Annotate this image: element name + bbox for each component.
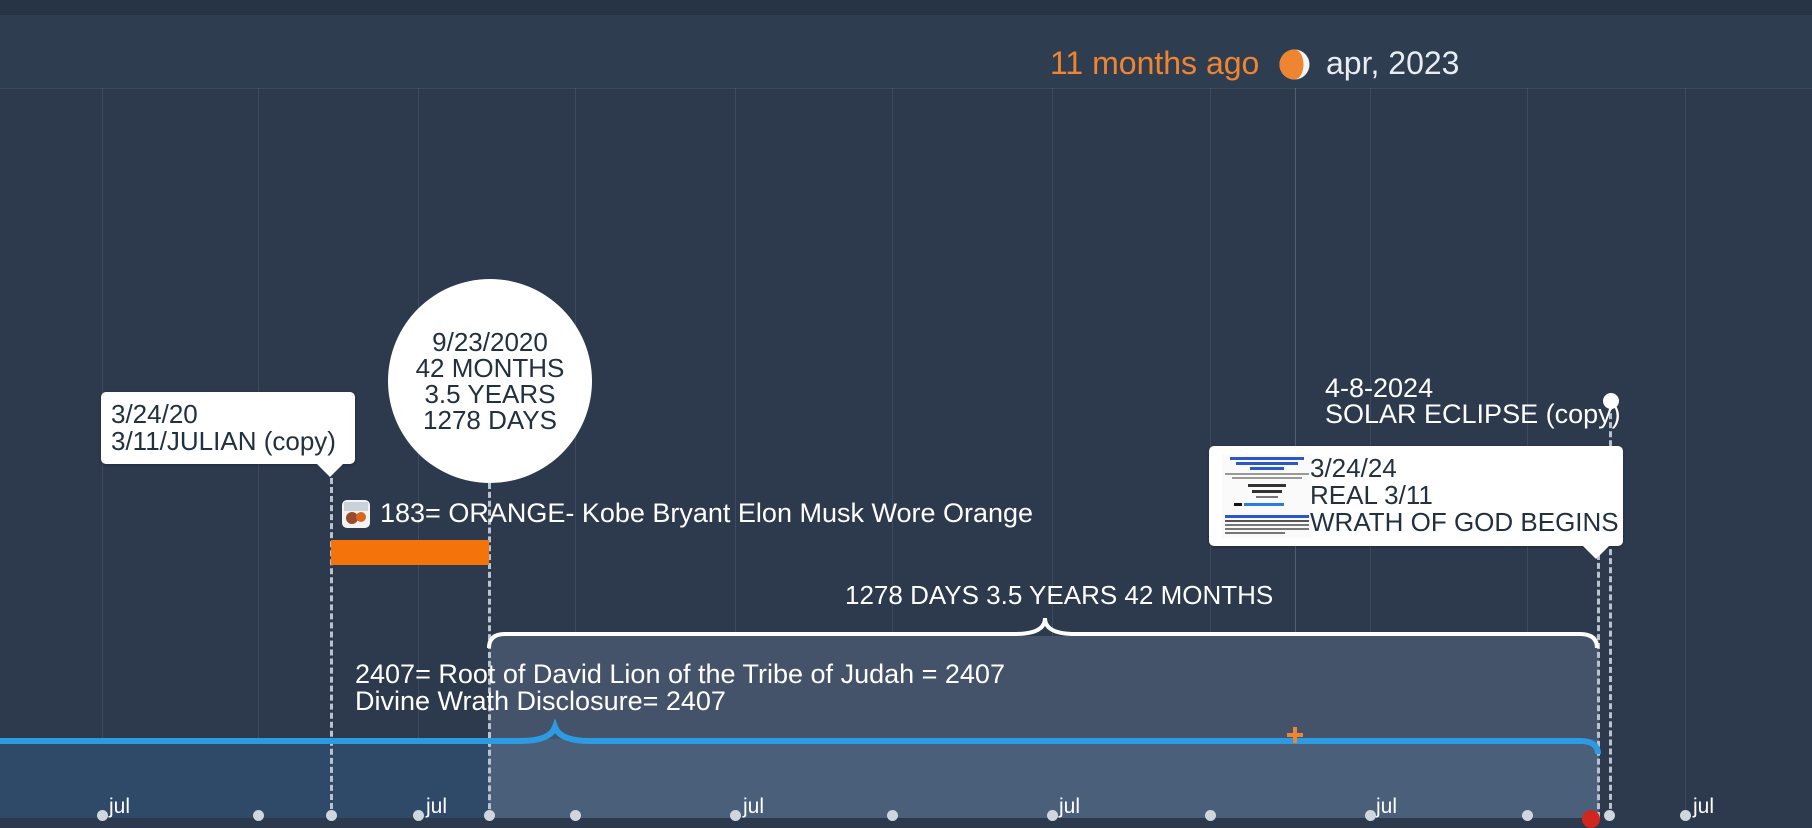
event-connector-eclipse: [1609, 404, 1612, 818]
span-label[interactable]: 1278 DAYS 3.5 YEARS 42 MONTHS: [845, 580, 1274, 610]
event-dot[interactable]: [1603, 393, 1619, 409]
span-note: 2407= Root of David Lion of the Tribe of…: [355, 661, 1005, 715]
event-subtitle: REAL 3/11: [1310, 480, 1433, 510]
timeline-header: 11 months ago apr, 2023: [0, 15, 1812, 89]
bubble-line: 42 MONTHS: [415, 353, 565, 383]
document-thumbnail-icon: [1222, 454, 1312, 538]
event-thumbnail-icon[interactable]: [342, 500, 370, 528]
now-plus-icon[interactable]: [1286, 726, 1304, 744]
axis-tick-label: jul: [1059, 795, 1081, 818]
event-card-julian[interactable]: 3/24/20 3/11/JULIAN (copy): [101, 392, 355, 477]
bubble-line: 3.5 YEARS: [424, 379, 556, 409]
span-brace: [487, 617, 1599, 649]
card-pointer: [1583, 546, 1609, 559]
axis-tick-label: jul: [743, 795, 765, 818]
grid-line: [1685, 88, 1686, 818]
span-note-line: Divine Wrath Disclosure= 2407: [355, 686, 726, 716]
axis-tick-dot: [887, 810, 898, 821]
axis-tick-label: jul: [1693, 795, 1715, 818]
axis-tick-dot: [1680, 810, 1691, 821]
span-region-lower: [489, 739, 1599, 818]
grid-line: [892, 88, 893, 818]
timeline-track[interactable]: [0, 718, 1612, 754]
event-duration-bar[interactable]: [331, 540, 489, 565]
axis-tick-dot: [1604, 810, 1615, 821]
axis-tick-dot: [253, 810, 264, 821]
event-title-orange[interactable]: 183= ORANGE- Kobe Bryant Elon Musk Wore …: [380, 498, 1034, 528]
event-label-eclipse[interactable]: 4-8-2024 SOLAR ECLIPSE (copy): [1325, 373, 1621, 429]
axis-tick-label: jul: [426, 795, 448, 818]
now-marker-icon[interactable]: [1279, 49, 1310, 80]
axis-tick-dot: [413, 810, 424, 821]
current-date-label: apr, 2023: [1326, 45, 1460, 81]
axis-tick-dot: [1205, 810, 1216, 821]
event-date: 4-8-2024: [1325, 373, 1434, 403]
card-pointer: [317, 464, 343, 477]
axis-tick-dot: [570, 810, 581, 821]
relative-time-label: 11 months ago: [1050, 45, 1260, 81]
event-title: WRATH OF GOD BEGINS: [1310, 507, 1619, 537]
axis-tick-label: jul: [1376, 795, 1398, 818]
axis-tick-dot: [1047, 810, 1058, 821]
axis-tick-dot: [484, 810, 495, 821]
axis-tick-dot: [730, 810, 741, 821]
axis-tick-dot: [326, 810, 337, 821]
grid-line: [1052, 88, 1053, 818]
top-strip: [0, 0, 1812, 15]
event-connector-julian: [330, 478, 333, 818]
event-bubble-9-23-2020[interactable]: 9/23/2020 42 MONTHS 3.5 YEARS 1278 DAYS: [388, 279, 592, 483]
axis-tick-dot: [97, 810, 108, 821]
event-marker-red[interactable]: [1582, 810, 1600, 828]
bubble-line: 1278 DAYS: [423, 405, 557, 435]
bubble-line: 9/23/2020: [432, 327, 548, 357]
grid-line: [735, 88, 736, 818]
axis-tick-dot: [1522, 810, 1533, 821]
span-note-line: 2407= Root of David Lion of the Tribe of…: [355, 659, 1005, 689]
event-date: 3/24/24: [1310, 453, 1397, 483]
grid-line: [575, 88, 576, 818]
event-connector-wrath: [1597, 554, 1600, 818]
event-card-wrath[interactable]: 3/24/24 REAL 3/11 WRATH OF GOD BEGINS: [1209, 446, 1623, 559]
event-title: SOLAR ECLIPSE (copy): [1325, 399, 1621, 429]
axis-tick-dot: [1365, 810, 1376, 821]
axis-tick-label: jul: [109, 795, 131, 818]
event-connector-bubble: [488, 483, 491, 818]
period-band: [0, 739, 489, 818]
event-title: 3/11/JULIAN (copy): [111, 426, 336, 456]
event-date: 3/24/20: [111, 399, 198, 429]
